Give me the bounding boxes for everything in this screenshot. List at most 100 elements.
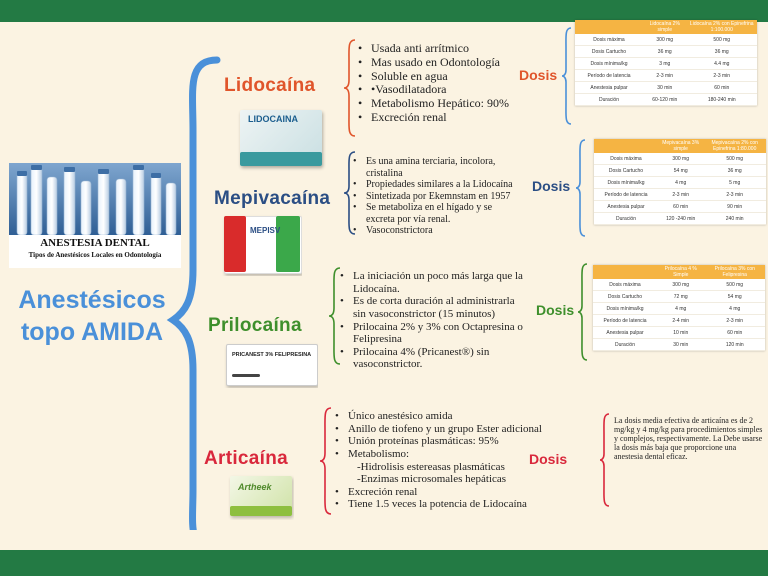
table-cell: 60 min [686, 81, 757, 94]
mepivacaina-box-image: MEPISV [222, 212, 302, 276]
footer-bar [0, 550, 768, 576]
table-cell: Anestesia pulpar [575, 81, 643, 94]
table-cell: Duración [594, 212, 658, 225]
table-cell: 300 mg [643, 34, 687, 46]
mepivacaina-point: Vasoconstrictora [353, 225, 513, 237]
lidocaina-box-image: LIDOCAINA [234, 100, 326, 172]
table-cell: Dosis máxima [594, 153, 658, 165]
lidocaina-brace [343, 39, 356, 137]
lidocaina-dosis-brace [561, 27, 572, 125]
main-brace [166, 56, 221, 530]
prilocaina-dosis-table: Prilocaína 4 % Simple Prilocaína 3% con … [593, 265, 765, 351]
table-cell: Duración [575, 93, 643, 106]
table-header [593, 265, 657, 279]
table-cell: 180-240 min [686, 93, 757, 106]
lidocaina-point: Usada anti arrítmico [358, 41, 518, 56]
prilocaina-box-label: PRICANEST 3% FELIPRESINA [232, 352, 312, 358]
table-cell: Dosis mínima/kg [575, 57, 643, 70]
table-cell: Anestesia pulpar [594, 200, 658, 213]
main-title: Anestésicos topo AMIDA [12, 284, 172, 348]
table-cell: Dosis Cartucho [594, 164, 658, 177]
table-cell: 30 min [657, 338, 705, 351]
table-cell: 54 mg [658, 164, 704, 177]
articaina-point: Metabolismo: [335, 448, 555, 461]
table-cell: Dosis mínima/kg [593, 302, 657, 315]
table-cell: 72 mg [657, 290, 705, 303]
table-cell: Dosis Cartucho [593, 290, 657, 303]
table-header: Prilocaína 4 % Simple [657, 265, 705, 279]
table-cell: 4 mg [657, 302, 705, 315]
lidocaina-dosis-label: Dosis [519, 67, 558, 83]
lidocaina-dosis-table: Lidocaína 2% simple Lidocaína 2% con Epi… [575, 20, 757, 106]
table-cell: 300 mg [657, 279, 705, 291]
table-header: Lidocaína 2% simple [643, 20, 687, 34]
table-cell: 60 min [658, 200, 704, 213]
table-cell: 120 -240 min [658, 212, 704, 225]
prilocaina-dosis-brace [577, 263, 588, 361]
lidocaina-box-label: LIDOCAINA [248, 114, 298, 124]
table-header: Prilocaína 3% con Felipresina [704, 265, 765, 279]
articaina-box-label: Artheek [238, 482, 272, 492]
table-header [575, 20, 643, 34]
table-header: Mepivacaína 2% con Epinefrina 1:80.000 [703, 139, 766, 153]
table-cell: 4.4 mg [686, 57, 757, 70]
articaina-subpoint: -Hidrolisis estereasas plasmáticas [357, 460, 505, 473]
lidocaina-point: •Vasodilatadora [358, 83, 518, 97]
lidocaina-point: Soluble en agua [358, 69, 518, 84]
mepivacaina-dosis-table: Mepivacaína 3% simple Mepivacaína 2% con… [594, 139, 766, 225]
table-header: Lidocaína 2% con Epinefrina 1:100.000 [686, 20, 757, 34]
table-cell: 90 min [703, 200, 766, 213]
table-cell: 300 mg [658, 153, 704, 165]
articaina-dosis-text: La dosis media efectiva de articaína es … [614, 416, 763, 461]
articaina-points: Único anestésico amida Anillo de tiofeno… [335, 410, 555, 511]
mepivacaina-title: Mepivacaína [214, 188, 331, 209]
articaina-box-image: Artheek [228, 472, 294, 520]
table-cell: 30 min [643, 81, 687, 94]
table-cell: 60-120 min [643, 93, 687, 106]
articaina-dosis-label: Dosis [529, 451, 568, 467]
table-cell: 2-4 min [657, 314, 705, 327]
mepivacaina-dosis-label: Dosis [532, 178, 571, 194]
table-cell: 240 min [703, 212, 766, 225]
table-cell: Anestesia pulpar [593, 326, 657, 339]
prilocaina-point: Prilocaina 4% (Pricanest®) sin vasoconst… [340, 346, 525, 371]
articaina-point: Único anestésico amida [335, 410, 555, 423]
table-cell: 500 mg [686, 34, 757, 46]
cover-subtitle: Tipos de Anestésicos Locales en Odontolo… [28, 251, 162, 259]
cover-image: ANESTESIA DENTAL Tipos de Anestésicos Lo… [9, 163, 181, 268]
table-cell: 60 min [704, 326, 765, 339]
articaina-brace [319, 407, 332, 515]
table-cell: 3 mg [643, 57, 687, 70]
articaina-dosis-brace [599, 413, 610, 507]
table-cell: 36 mg [643, 45, 687, 58]
lidocaina-point: Excreción renal [358, 110, 518, 125]
prilocaina-point: Prilocaina 2% y 3% con Octapresina o Fel… [340, 321, 525, 346]
table-cell: 2-3 min [686, 69, 757, 82]
table-cell: Dosis mínima/kg [594, 176, 658, 189]
mepivacaina-point: Es una amina terciaria, incolora, crista… [353, 156, 513, 179]
prilocaina-point: Es de corta duración al administrarla si… [340, 295, 525, 320]
mepivacaina-point: Propiedades similares a la Lidocaína [353, 179, 513, 191]
prilocaina-points: La iniciación un poco más larga que la L… [340, 270, 525, 371]
table-cell: 2-3 min [703, 188, 766, 201]
articaina-subpoint: -Enzimas microsomales hepáticas [357, 473, 507, 486]
table-cell: 500 mg [703, 153, 766, 165]
table-cell: 36 mg [686, 45, 757, 58]
mepivacaina-brace [343, 151, 356, 235]
table-cell: Período de latencia [593, 314, 657, 327]
mepivacaina-point: Se metaboliza en el hígado y se excreta … [353, 202, 513, 225]
main-title-line2: topo AMIDA [20, 318, 164, 346]
articaina-point: Tiene 1.5 veces la potencia de Lidocaína [335, 498, 555, 511]
